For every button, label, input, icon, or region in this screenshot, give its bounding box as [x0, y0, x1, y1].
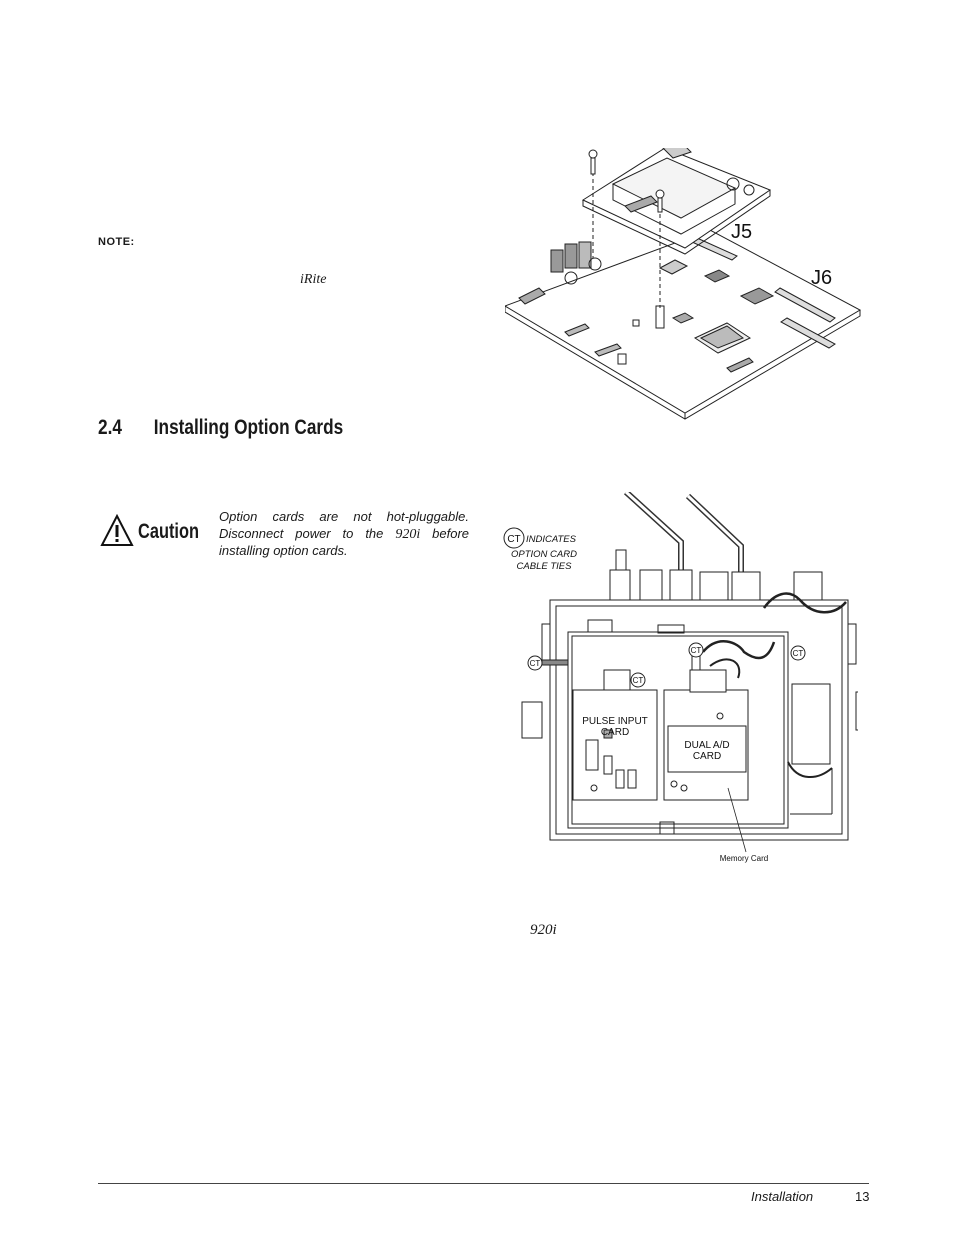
ct-tag: CT [633, 676, 644, 685]
legend-ct: CT [507, 534, 520, 545]
section-title: Installing Option Cards [153, 416, 344, 439]
legend-text-3: CABLE TIES [517, 561, 573, 572]
ct-tag: CT [793, 649, 804, 658]
memory-card-label: Memory Card [720, 854, 768, 863]
page-number: 13 [855, 1189, 870, 1204]
ct-tag: CT [530, 659, 541, 668]
warning-triangle-icon [100, 514, 134, 546]
caption-model: 920i [530, 922, 557, 938]
legend-text-2: OPTION CARD [511, 549, 577, 560]
footer-divider [98, 1183, 869, 1184]
card2-label-1: DUAL A/D [684, 740, 729, 751]
card1-label-2: CARD [601, 727, 629, 738]
note-label: NOTE: [98, 236, 135, 248]
card1-label-1: PULSE INPUT [582, 716, 648, 727]
software-name: iRite [300, 272, 327, 287]
ct-tag: CT [691, 646, 702, 655]
section-number: 2.4 [98, 416, 122, 439]
legend-text-1: INDICATES [526, 534, 577, 545]
label-j6: J6 [811, 267, 832, 289]
model-name: 920i [395, 526, 421, 542]
label-j5: J5 [731, 221, 752, 243]
section-heading: 2.4 Installing Option Cards [98, 416, 343, 440]
figure-controller-board: J5 J6 [505, 148, 862, 420]
caution-text: Option cards are not hot-pluggable. Disc… [219, 509, 470, 558]
card2-label-2: CARD [693, 751, 721, 762]
footer-section: Installation [751, 1189, 814, 1204]
figure-option-card-installation: CT INDICATES OPTION CARD CABLE TIES CT C… [503, 492, 858, 863]
caution-label: Caution [138, 520, 199, 543]
